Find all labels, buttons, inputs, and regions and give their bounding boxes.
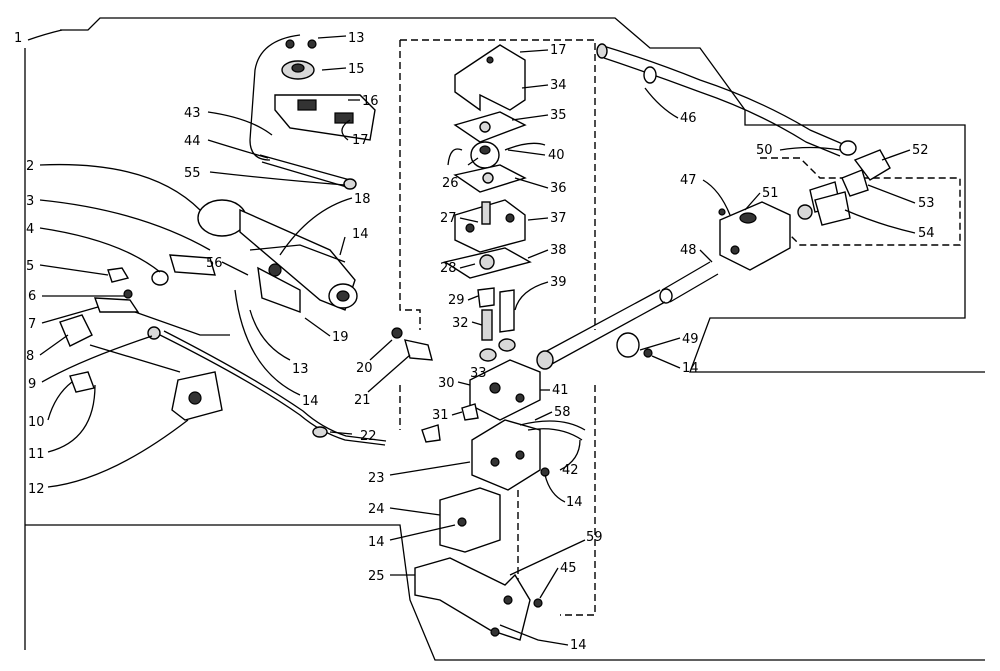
callout-16: 16 <box>362 94 379 109</box>
callout-12: 12 <box>28 482 45 497</box>
bracket-25-59 <box>414 557 543 641</box>
fitting-30-31 <box>421 403 479 443</box>
left-small-parts <box>59 254 230 421</box>
callout-49: 49 <box>682 332 699 347</box>
callout-17-right: 17 <box>550 43 567 58</box>
callout-13-bottom: 13 <box>292 362 309 377</box>
callout-26: 26 <box>442 176 459 191</box>
callout-2: 2 <box>26 159 34 174</box>
callout-45: 45 <box>560 561 577 576</box>
callout-17-left: 17 <box>352 133 369 148</box>
callout-37: 37 <box>550 211 567 226</box>
clip-49 <box>616 332 653 358</box>
tube-48-and-connector <box>536 261 719 370</box>
callout-10: 10 <box>28 415 45 430</box>
callout-8: 8 <box>26 349 34 364</box>
callout-14-a: 14 <box>352 227 369 242</box>
callout-20: 20 <box>356 361 373 376</box>
solenoid <box>471 419 586 491</box>
callout-3: 3 <box>26 194 34 209</box>
callout-9: 9 <box>28 377 36 392</box>
callout-14-e: 14 <box>570 638 587 653</box>
callout-6: 6 <box>28 289 36 304</box>
valve-stack <box>443 44 546 421</box>
tube-46 <box>596 43 846 157</box>
callout-52: 52 <box>912 143 929 158</box>
callout-33: 33 <box>470 366 487 381</box>
callout-19: 19 <box>332 330 349 345</box>
bracket-group <box>249 34 376 161</box>
callout-41: 41 <box>552 383 569 398</box>
callout-7: 7 <box>28 317 36 332</box>
callout-27: 27 <box>440 211 457 226</box>
callout-24: 24 <box>368 502 385 517</box>
tube-22 <box>159 330 387 446</box>
valve-body-47 <box>718 201 791 271</box>
burner-tube <box>197 199 358 314</box>
callout-31: 31 <box>432 408 449 423</box>
callout-53: 53 <box>918 196 935 211</box>
callout-22: 22 <box>360 429 377 444</box>
leader-lines <box>39 35 916 646</box>
callout-5: 5 <box>26 259 34 274</box>
callout-13-top: 13 <box>348 31 365 46</box>
callout-43: 43 <box>184 106 201 121</box>
callout-59: 59 <box>586 530 603 545</box>
callout-36: 36 <box>550 181 567 196</box>
callout-14-c: 14 <box>368 535 385 550</box>
fitting-20-21 <box>391 327 433 361</box>
callout-50: 50 <box>756 143 773 158</box>
callout-38: 38 <box>550 243 567 258</box>
bracket-24 <box>439 487 501 553</box>
callout-4: 4 <box>26 222 34 237</box>
rod-parts <box>259 154 357 190</box>
callout-46: 46 <box>680 111 697 126</box>
valve-assembly-dashed-box <box>399 39 596 620</box>
callout-14-f: 14 <box>682 361 699 376</box>
callout-labels: 1 2 3 4 5 6 7 8 9 10 11 12 13 15 16 43 4… <box>14 31 935 653</box>
fittings-dashed-box <box>759 157 961 246</box>
callout-35: 35 <box>550 108 567 123</box>
callout-51: 51 <box>762 186 779 201</box>
callout-14-d: 14 <box>566 495 583 510</box>
callout-15: 15 <box>348 62 365 77</box>
callout-34: 34 <box>550 78 567 93</box>
callout-56: 56 <box>206 256 223 271</box>
callout-18: 18 <box>354 192 371 207</box>
callout-14-b: 14 <box>302 394 319 409</box>
callout-44: 44 <box>184 134 201 149</box>
callout-54: 54 <box>918 226 935 241</box>
callout-28: 28 <box>440 261 457 276</box>
callout-48: 48 <box>680 243 697 258</box>
callout-39: 39 <box>550 275 567 290</box>
fittings-50-54 <box>797 140 891 226</box>
callout-23: 23 <box>368 471 385 486</box>
callout-40: 40 <box>548 148 565 163</box>
callout-58: 58 <box>554 405 571 420</box>
callout-21: 21 <box>354 393 371 408</box>
callout-29: 29 <box>448 293 465 308</box>
callout-55: 55 <box>184 166 201 181</box>
callout-1: 1 <box>14 31 22 46</box>
callout-11: 11 <box>28 447 45 462</box>
callout-30: 30 <box>438 376 455 391</box>
callout-25: 25 <box>368 569 385 584</box>
callout-32: 32 <box>452 316 469 331</box>
callout-47: 47 <box>680 173 697 188</box>
callout-42: 42 <box>562 463 579 478</box>
